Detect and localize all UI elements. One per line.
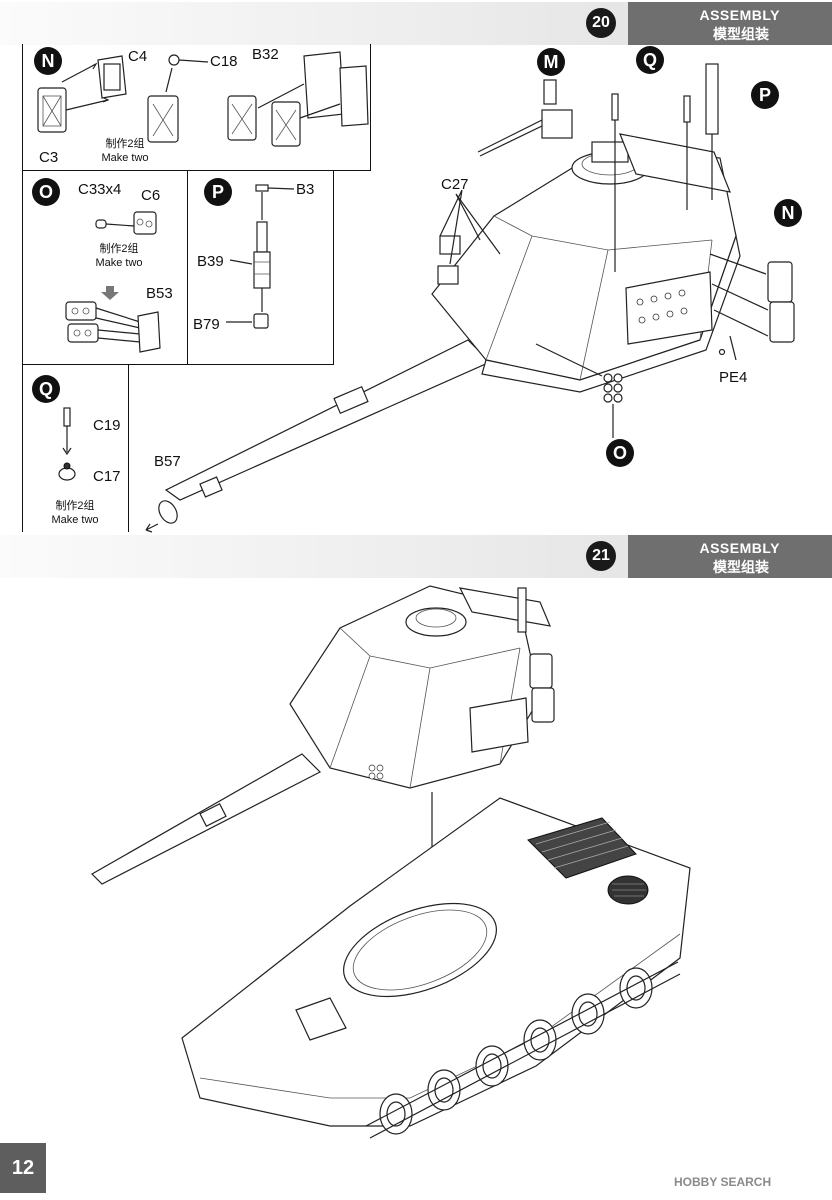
subassembly-o-badge: O	[32, 178, 60, 206]
page-number: 12	[0, 1143, 46, 1193]
turret-to-hull-drawing	[91, 585, 691, 1139]
subassembly-p-badge: P	[204, 178, 232, 206]
note-en: Make two	[101, 152, 149, 164]
frame-q-right	[128, 364, 129, 532]
frame-n-bottom	[22, 170, 371, 171]
callout-o-badge: O	[606, 439, 634, 467]
smoke-launcher-assembly-drawing	[65, 211, 161, 353]
step21-title-box: ASSEMBLY 模型组装	[628, 535, 832, 578]
part-label-b53: B53	[146, 285, 173, 302]
antenna-base-drawing	[58, 407, 76, 481]
note-cn: 制作2组	[105, 138, 145, 150]
note-en: Make two	[51, 514, 99, 526]
callout-m-badge: M	[537, 48, 565, 76]
subassembly-n-badge: N	[34, 47, 62, 75]
part-label-c4: C4	[128, 48, 148, 65]
note-en: Make two	[95, 257, 143, 269]
part-label-b57: B57	[154, 453, 181, 470]
part-label-b3: B3	[296, 181, 315, 198]
turret-assembly-drawing	[145, 63, 795, 533]
step21-number: 21	[586, 541, 616, 571]
step20-number: 20	[586, 8, 616, 38]
part-label-b32: B32	[252, 46, 279, 63]
subassembly-q-note: 制作2组 Make two	[40, 499, 110, 527]
watermark: HOBBY SEARCH	[674, 1175, 772, 1189]
subassembly-n-note: 制作2组 Make two	[90, 137, 160, 165]
note-cn: 制作2组	[99, 243, 139, 255]
part-label-b39: B39	[197, 253, 224, 270]
step20-title-en: ASSEMBLY	[699, 7, 780, 23]
frame-op-divider	[187, 170, 188, 364]
part-label-c33x4: C33x4	[78, 181, 122, 198]
callout-n-badge: N	[774, 199, 802, 227]
periscope-assembly-drawing	[226, 184, 295, 329]
part-label-pe4: PE4	[719, 369, 748, 386]
jerrycan-assembly-drawing	[37, 51, 369, 147]
callout-q-badge: Q	[636, 46, 664, 74]
part-label-b79: B79	[193, 316, 220, 333]
step21-title-en: ASSEMBLY	[699, 540, 780, 556]
part-label-c18: C18	[210, 53, 238, 70]
subassembly-q-badge: Q	[32, 375, 60, 403]
frame-left	[22, 44, 23, 532]
frame-p-right	[333, 170, 334, 364]
step21-title-cn: 模型组装	[713, 559, 769, 575]
note-cn: 制作2组	[55, 500, 95, 512]
part-label-c6: C6	[141, 187, 161, 204]
step20-title-box: ASSEMBLY 模型组装	[628, 2, 832, 45]
subassembly-o-note: 制作2组 Make two	[84, 242, 154, 270]
callout-p-badge: P	[751, 81, 779, 109]
part-label-c17: C17	[93, 468, 121, 485]
step20-title-cn: 模型组装	[713, 26, 769, 42]
part-label-c19: C19	[93, 417, 121, 434]
frame-n-right	[370, 44, 371, 170]
part-label-c27: C27	[441, 176, 469, 193]
frame-op-bottom	[22, 364, 334, 365]
part-label-c3: C3	[39, 149, 59, 166]
